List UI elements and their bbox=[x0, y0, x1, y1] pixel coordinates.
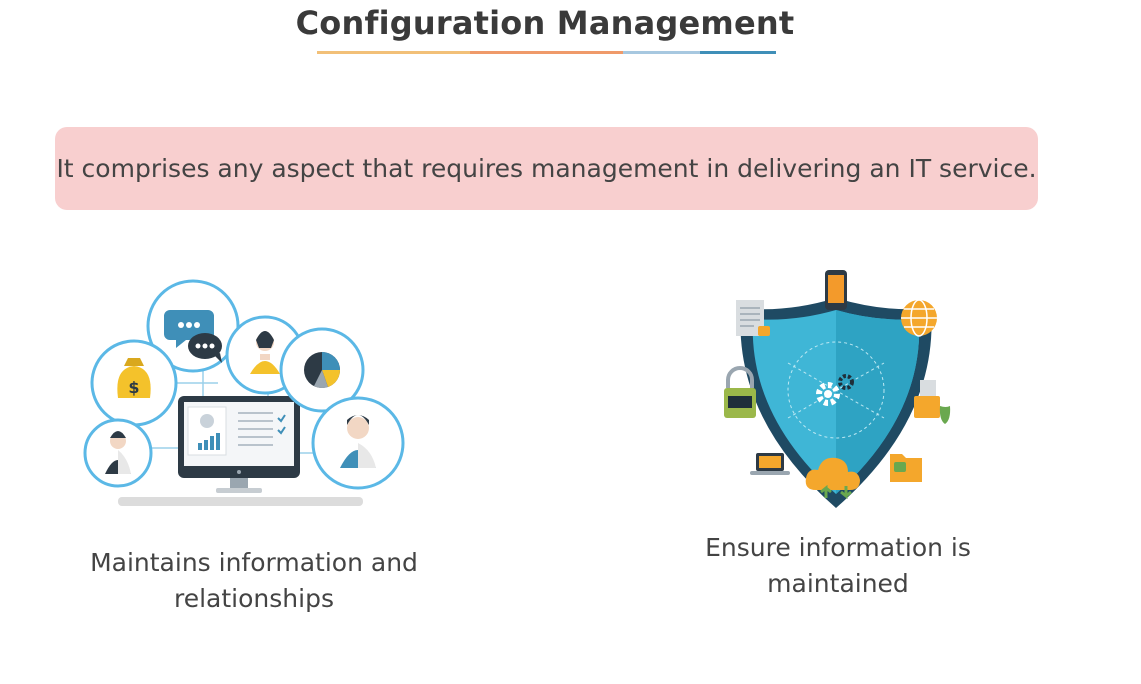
caption-right: Ensure information is maintained bbox=[705, 533, 971, 598]
title-underline bbox=[317, 51, 776, 54]
underline-segment bbox=[546, 51, 623, 54]
underline-segment bbox=[317, 51, 394, 54]
caption-left: Maintains information and relationships bbox=[90, 548, 418, 613]
page-title: Configuration Management bbox=[295, 4, 795, 42]
svg-text:$: $ bbox=[128, 378, 139, 397]
underline-segment bbox=[393, 51, 470, 54]
underline-segment bbox=[470, 51, 547, 54]
underline-segment bbox=[699, 51, 776, 54]
security-shield-illustration bbox=[724, 270, 951, 508]
underline-segment bbox=[623, 51, 700, 54]
banner-text: It comprises any aspect that requires ma… bbox=[56, 154, 1037, 183]
definition-banner: It comprises any aspect that requires ma… bbox=[55, 127, 1038, 210]
network-relationships-illustration: $ bbox=[83, 279, 405, 506]
